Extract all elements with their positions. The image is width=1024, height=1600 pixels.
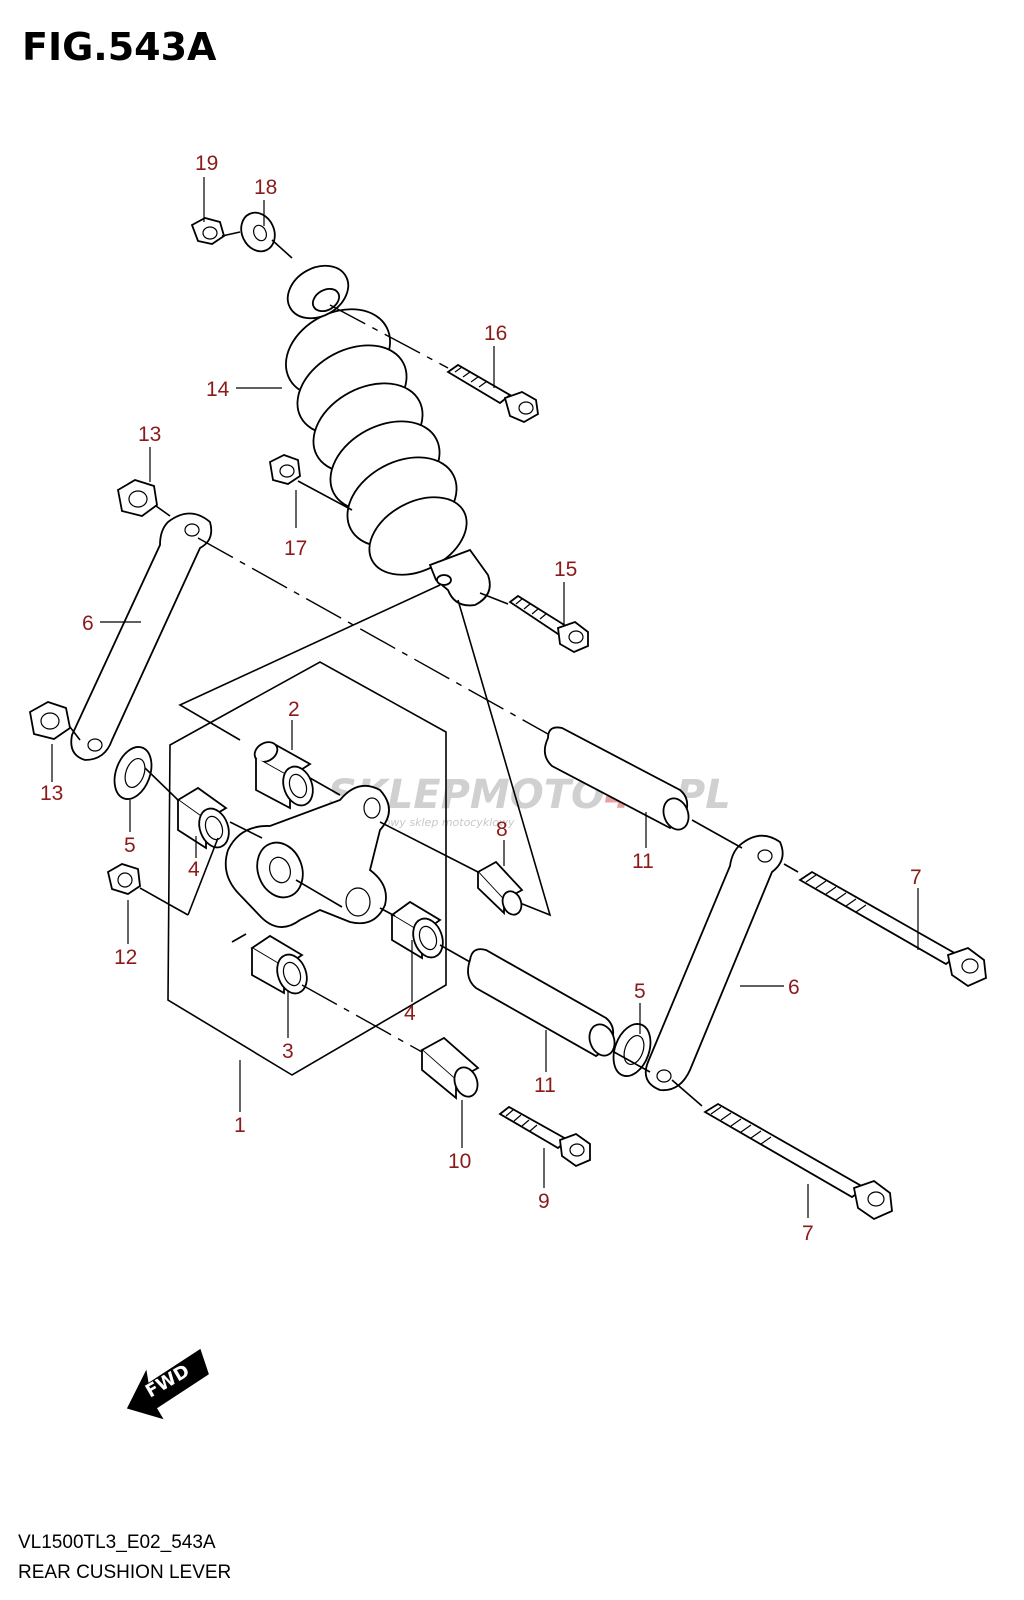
callout-8: 8 xyxy=(496,818,508,841)
bearing-2 xyxy=(253,741,314,810)
link-rod-6-left xyxy=(70,512,213,761)
callout-19: 19 xyxy=(195,152,218,175)
collar-11-upper xyxy=(543,726,690,831)
bolt-16 xyxy=(446,363,539,424)
callout-10: 10 xyxy=(448,1150,471,1173)
callout-7-upper: 7 xyxy=(910,866,922,889)
model-code: VL1500TL3_E02_543A xyxy=(18,1532,216,1553)
bolt-7-lower xyxy=(703,1102,893,1221)
callout-11-lower: 11 xyxy=(534,1074,556,1097)
figure-caption: REAR CUSHION LEVER xyxy=(18,1562,231,1583)
callout-labels: 19 18 16 14 13 17 15 6 2 13 5 8 4 11 7 1… xyxy=(40,152,922,1245)
collar-11-lower xyxy=(467,948,616,1058)
callout-5-left: 5 xyxy=(124,834,136,857)
callout-16: 16 xyxy=(484,322,507,345)
bearing-4-upper xyxy=(176,786,230,850)
callout-4-upper: 4 xyxy=(188,858,200,881)
callout-2: 2 xyxy=(288,698,300,721)
fwd-arrow-icon: FWD xyxy=(126,1348,209,1420)
callout-5-right: 5 xyxy=(634,980,646,1003)
nut-13-lower xyxy=(28,701,71,740)
callout-17: 17 xyxy=(284,537,307,560)
cushion-lever-body xyxy=(224,784,390,928)
callout-9: 9 xyxy=(538,1190,550,1213)
bearing-4-lower xyxy=(390,900,444,960)
nut-17 xyxy=(269,454,301,485)
callout-14: 14 xyxy=(206,378,230,401)
nut-12 xyxy=(106,863,141,895)
washer-18 xyxy=(240,211,276,253)
spacer-10 xyxy=(420,1036,480,1100)
callout-15: 15 xyxy=(554,558,577,581)
washer-5-right xyxy=(612,1023,652,1077)
callout-3: 3 xyxy=(282,1040,294,1063)
callout-6-right: 6 xyxy=(788,976,800,999)
rear-shock-absorber xyxy=(285,264,491,607)
spacer-8 xyxy=(476,860,524,916)
bearing-3 xyxy=(250,934,308,995)
callout-7-lower: 7 xyxy=(802,1222,814,1245)
assembly-lines xyxy=(69,231,799,1107)
bolt-7-upper xyxy=(798,870,987,988)
callout-12: 12 xyxy=(114,946,137,969)
link-rod-6-right xyxy=(644,834,784,1092)
lever-kit-boundary xyxy=(167,661,447,1076)
callout-11-upper: 11 xyxy=(632,850,654,873)
leader-lines xyxy=(51,177,919,1218)
nut-19 xyxy=(190,217,226,245)
callout-13-lower: 13 xyxy=(40,782,63,805)
washer-5-left xyxy=(113,746,153,800)
callout-13-upper: 13 xyxy=(138,423,161,446)
callout-1: 1 xyxy=(234,1114,246,1137)
bolt-15 xyxy=(508,594,589,654)
figure-title: FIG.543A xyxy=(22,25,217,69)
nut-13-upper xyxy=(116,479,158,517)
bolt-9 xyxy=(498,1105,591,1168)
callout-6-left: 6 xyxy=(82,612,94,635)
callout-4-lower: 4 xyxy=(404,1002,416,1025)
callout-18: 18 xyxy=(254,176,277,199)
